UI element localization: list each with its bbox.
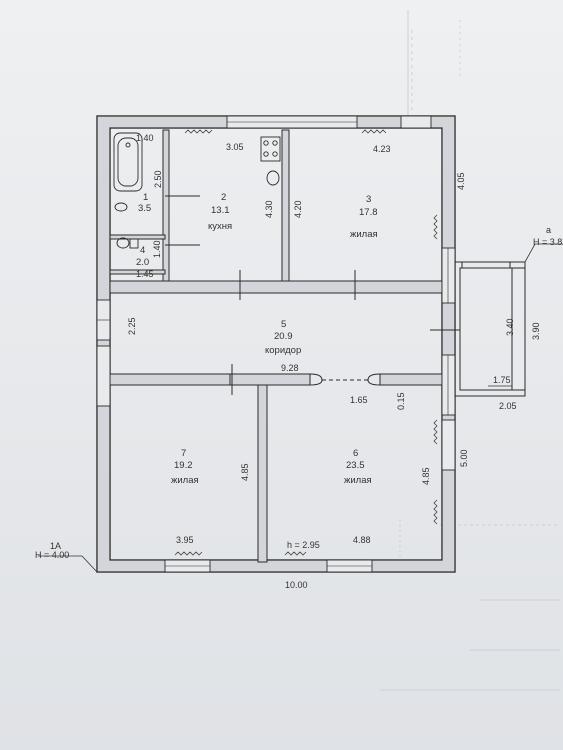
dim-5-00: 5.00 [459,449,469,467]
dim-2-50: 2.50 [153,170,163,188]
room-3-name: жилая [350,229,378,240]
room-4-area: 2.0 [136,257,150,268]
dim-2-05: 2.05 [499,401,517,411]
room-7-area: 19.2 [174,460,193,471]
room-5-name: коридор [265,345,302,356]
dim-h-2-95: h = 2.95 [287,540,320,550]
corridor-arches [309,373,381,386]
room-3-number: 3 [366,194,372,205]
dim-9-28: 9.28 [281,363,299,373]
room-6-area: 23.5 [346,460,365,471]
dim-3-05: 3.05 [226,142,244,152]
dim-1-40-top: 1.40 [136,133,154,143]
dim-4-88: 4.88 [353,535,371,545]
dim-3-40: 3.40 [505,318,515,336]
room-5-area: 20.9 [274,331,293,342]
annex-label: а [546,225,552,235]
dim-3-95: 3.95 [176,535,194,545]
dim-2-25: 2.25 [127,317,137,335]
room-5-number: 5 [281,319,287,330]
room-1-area: 3.5 [138,203,152,214]
dim-1-45: 1.45 [136,269,154,279]
building-label: 1А [50,541,62,551]
dim-10-00: 10.00 [285,580,308,590]
room-6-name: жилая [344,475,372,486]
room-2-area: 13.1 [211,205,230,216]
dim-4-85-left: 4.85 [240,463,250,481]
room-2-name: кухня [208,221,233,232]
room-3-area: 17.8 [359,207,378,218]
annex-height: H = 3.8 [533,237,563,247]
room-7-name: жилая [171,475,199,486]
annotation-leaders [38,243,563,573]
dim-1-65: 1.65 [350,395,368,405]
fixtures [113,132,281,249]
room-6-number: 6 [353,448,359,459]
heating-marks [174,129,438,556]
background-markings [380,10,560,691]
dim-0-15: 0.15 [396,392,406,410]
dim-3-90: 3.90 [531,322,541,340]
dim-4-20: 4.20 [293,200,303,218]
annex-walls [454,261,526,397]
dim-4-85-right: 4.85 [421,467,431,485]
interior-walls [109,129,443,563]
room-4-number: 4 [140,245,146,256]
dim-4-05: 4.05 [456,172,466,190]
room-1-number: 1 [143,192,149,203]
building-height: H = 4.00 [35,550,70,560]
dim-4-23: 4.23 [373,144,391,154]
dim-1-75: 1.75 [493,375,511,385]
room-2-number: 2 [221,192,227,203]
dim-4-30: 4.30 [264,200,274,218]
dim-1-40-side: 1.40 [152,240,162,258]
room-7-number: 7 [181,448,187,459]
